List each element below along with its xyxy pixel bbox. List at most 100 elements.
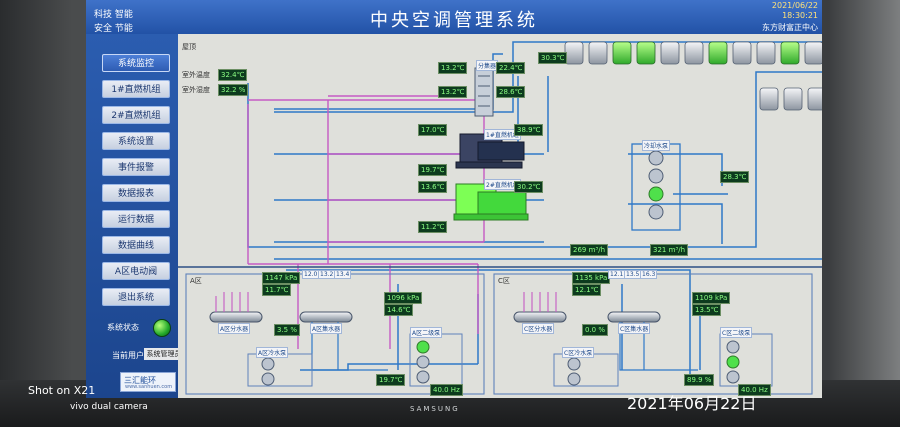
outdoor-humidity-label: 室外湿度	[182, 86, 210, 94]
a-zone-temp: 11.7℃	[262, 284, 292, 296]
flow-rate-2: 321 m³/h	[650, 244, 689, 256]
c-zone-secondary-pump-3[interactable]	[726, 370, 740, 384]
c-zone-pump-2[interactable]	[567, 372, 581, 386]
c-zone-collector[interactable]	[607, 311, 661, 323]
tower-supply-temp: 30.3℃	[538, 52, 568, 64]
absorption-chiller-1[interactable]	[455, 133, 525, 169]
cooling-tower-14[interactable]	[783, 87, 803, 111]
c-zone-separator[interactable]	[513, 311, 567, 323]
status-light-icon	[153, 319, 171, 337]
cooling-pump-1[interactable]	[648, 150, 664, 166]
c-zone-secondary-pump-2[interactable]	[726, 355, 740, 369]
outdoor-temp-value: 32.4℃	[218, 69, 248, 81]
sidebar-item-settings[interactable]: 系统设置	[102, 132, 170, 150]
c-pump-label: C区冷水泵	[562, 347, 595, 358]
time-text: 18:30:21	[782, 11, 818, 20]
a-zone-small-3: 13.4	[334, 270, 352, 279]
cooling-return-temp: 28.3℃	[720, 171, 750, 183]
c-zone-frequency: 40.0 Hz	[738, 384, 771, 396]
a-zone-secondary-pump-2[interactable]	[416, 355, 430, 369]
sidebar-item-valves[interactable]: A区电动阀	[102, 262, 170, 280]
cooling-tower-3[interactable]	[612, 41, 632, 65]
current-user-value: 系统管理员	[144, 348, 184, 360]
a-zone-pump-2[interactable]	[261, 372, 275, 386]
header-collector	[474, 67, 494, 117]
camera-watermark-line2: vivo dual camera	[70, 402, 148, 412]
cooling-tower-5[interactable]	[660, 41, 680, 65]
sidebar-item-unit2[interactable]: 2#直燃机组	[102, 106, 170, 124]
c-zone-small-1: 12.1	[608, 270, 626, 279]
a-zone-sep-value: 3.5 %	[274, 324, 301, 336]
a-zone-secondary-pump-1[interactable]	[416, 340, 430, 354]
sidebar: 系统监控 1#直燃机组 2#直燃机组 系统设置 事件报警 数据报表 运行数据 数…	[86, 34, 184, 398]
outdoor-temp-label: 室外温度	[182, 71, 210, 79]
a-zone-small-1: 12.0	[302, 270, 320, 279]
cooling-pump-3[interactable]	[648, 186, 664, 202]
sidebar-item-runtime[interactable]: 运行数据	[102, 210, 170, 228]
hvac-screen: 科技 智能 安全 节能 中央空调管理系统 2021/06/22 18:30:21…	[86, 0, 822, 398]
a-zone-small-2: 13.2	[318, 270, 336, 279]
cooling-pump-2[interactable]	[648, 168, 664, 184]
sidebar-item-unit1[interactable]: 1#直燃机组	[102, 80, 170, 98]
collector-label: 分集器	[476, 60, 499, 71]
cooling-tower-4[interactable]	[636, 41, 656, 65]
a-zone-collector[interactable]	[299, 311, 353, 323]
collector-temp-mid: 28.6℃	[496, 86, 526, 98]
c-zone-right-pressure: 1109 kPa	[692, 292, 731, 304]
cooling-tower-6[interactable]	[684, 41, 704, 65]
c-zone-pump-temp: 89.9 %	[684, 374, 715, 386]
a-zone-pump-temp: 19.7℃	[376, 374, 406, 386]
c-zone-label: C区	[498, 277, 510, 285]
a-zone-pump-1[interactable]	[261, 357, 275, 371]
slogan-line1: 科技 智能	[94, 10, 133, 20]
a-pump-label: A区冷水泵	[256, 347, 289, 358]
main-panel: 屋顶 室外温度 32.4℃ 室外湿度 32.2 % 分集器 13.2℃ 13.2…	[178, 34, 822, 398]
sidebar-item-reports[interactable]: 数据报表	[102, 184, 170, 202]
c-zone-pressure: 1135 kPa	[572, 272, 611, 284]
a-zone-frequency: 40.0 Hz	[430, 384, 463, 396]
date-text: 2021/06/22	[771, 1, 818, 10]
monitor-brand: SAMSUNG	[410, 405, 460, 413]
top-bar: 科技 智能 安全 节能 中央空调管理系统 2021/06/22 18:30:21…	[86, 0, 822, 34]
company-logo: 三汇能环 www.sanhuen.com	[120, 372, 176, 392]
cooling-tower-9[interactable]	[756, 41, 776, 65]
c-zone-secondary-pump-1[interactable]	[726, 340, 740, 354]
unit1-left-temp: 17.0℃	[418, 124, 448, 136]
absorption-chiller-2[interactable]	[453, 183, 529, 221]
cooling-tower-13[interactable]	[759, 87, 779, 111]
page-title: 中央空调管理系统	[370, 10, 538, 31]
a-zone-right-pressure: 1096 kPa	[384, 292, 423, 304]
a-separator-label: A区分水器	[218, 323, 251, 334]
roof-label: 屋顶	[182, 43, 196, 51]
cooling-tower-15[interactable]	[807, 87, 822, 111]
c-zone-sep-value: 0.0 %	[582, 324, 609, 336]
cooling-pump-4[interactable]	[648, 204, 664, 220]
cooling-tower-2[interactable]	[588, 41, 608, 65]
a-zone-label: A区	[190, 277, 202, 285]
cooling-tower-7[interactable]	[708, 41, 728, 65]
a-zone-separator[interactable]	[209, 311, 263, 323]
cooling-tower-10[interactable]	[780, 41, 800, 65]
unit1-right-temp: 38.9℃	[514, 124, 544, 136]
c-separator-label: C区分水器	[522, 323, 555, 334]
sidebar-item-curves[interactable]: 数据曲线	[102, 236, 170, 254]
cooling-tower-11[interactable]	[804, 41, 822, 65]
slogan-line2: 安全 节能	[94, 24, 133, 34]
c-zone-temp: 12.1℃	[572, 284, 602, 296]
company-text: 东方财富正中心	[762, 23, 818, 32]
current-user-label: 当前用户	[112, 351, 144, 360]
cooling-tower-1[interactable]	[564, 41, 584, 65]
header-temp-mid: 13.2℃	[438, 86, 468, 98]
cooling-tower-8[interactable]	[732, 41, 752, 65]
photo-date-stamp: 2021年06月22日	[627, 394, 757, 413]
c-zone-pump-1[interactable]	[567, 357, 581, 371]
sidebar-item-exit[interactable]: 退出系统	[102, 288, 170, 306]
a-zone-right-temp: 14.6℃	[384, 304, 414, 316]
a-zone-secondary-pump-3[interactable]	[416, 370, 430, 384]
a-zone-pressure: 1147 kPa	[262, 272, 301, 284]
sidebar-item-alarms[interactable]: 事件报警	[102, 158, 170, 176]
c-collector-label: C区集水器	[618, 323, 651, 334]
cooling-towers	[564, 41, 822, 111]
sidebar-item-system-monitor[interactable]: 系统监控	[102, 54, 170, 72]
a-collector-label: A区集水器	[310, 323, 343, 334]
